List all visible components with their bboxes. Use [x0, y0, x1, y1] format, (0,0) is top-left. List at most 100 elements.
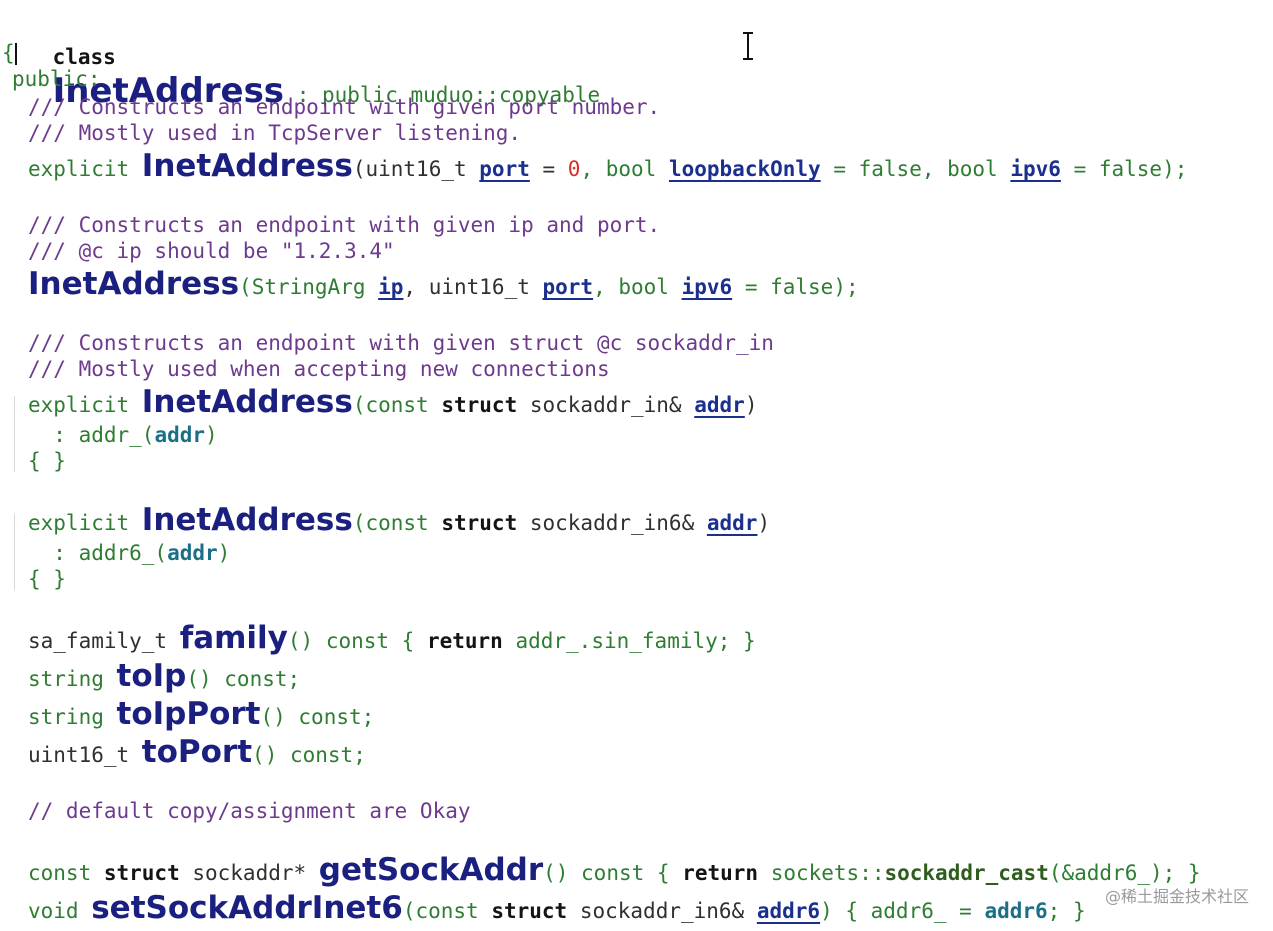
keyword: explicit [28, 511, 142, 535]
function-name: setSockAddrInet6 [91, 890, 403, 926]
comment-line: /// Constructs an endpoint with given po… [28, 95, 661, 119]
keyword: class [52, 45, 116, 69]
comment-line: /// Constructs an endpoint with given st… [28, 331, 774, 355]
code-text: sockaddr_in6& [567, 899, 757, 923]
code-text: sockaddr_in6& [517, 511, 707, 535]
initializer-line: : addr6_(addr) [28, 540, 230, 566]
param-name: addr6 [756, 899, 821, 923]
return-type: string [28, 705, 117, 729]
code-text: = false); [1060, 157, 1188, 181]
toip-method-line: string toIp() const; [28, 658, 300, 694]
text-cursor-icon [743, 32, 753, 60]
param-name: ipv6 [681, 275, 733, 299]
code-text: = false); [732, 275, 859, 299]
open-brace-line: { [2, 40, 17, 66]
code-text: , bool [580, 157, 669, 181]
code-text: (const [402, 899, 492, 923]
return-type: sa_family_t [28, 629, 180, 653]
keyword: struct [441, 511, 518, 535]
comment-line: /// @c ip should be "1.2.3.4" [28, 239, 395, 263]
class-name: InetAddress [52, 71, 285, 111]
code-text: (const [352, 393, 442, 417]
code-text: = [529, 157, 568, 181]
code-text: (uint16_t [352, 157, 480, 181]
code-text: const [28, 861, 104, 885]
keyword: return [426, 629, 503, 653]
getsockaddr-line: const struct sockaddr* getSockAddr() con… [28, 852, 1201, 888]
function-name: InetAddress [28, 266, 240, 302]
inheritance: : public muduo::copyable [284, 83, 601, 107]
code-text: addr_.sin_family; } [502, 629, 756, 653]
function-name: InetAddress [141, 384, 353, 420]
function-name: toPort [141, 734, 253, 770]
code-text: ) [757, 511, 771, 535]
class-declaration-line: class InetAddress : public muduo::copyab… [2, 6, 601, 108]
number-literal: 0 [567, 157, 581, 181]
code-text: ; } [1047, 899, 1086, 923]
code-text: , bool [593, 275, 682, 299]
code-text: void [28, 899, 92, 923]
param-ref: addr6 [984, 899, 1048, 923]
ctor-ip-line: InetAddress(StringArg ip, uint16_t port,… [28, 266, 859, 302]
code-text: (const [352, 511, 442, 535]
keyword: struct [441, 393, 518, 417]
brace: { [2, 41, 15, 65]
param-name: port [542, 275, 594, 299]
setsockaddr-line: void setSockAddrInet6(const struct socka… [28, 890, 1086, 926]
toport-method-line: uint16_t toPort() const; [28, 734, 366, 770]
code-text: sockets:: [758, 861, 885, 885]
ctor-sockaddr6-line: explicit InetAddress(const struct sockad… [28, 502, 770, 538]
code-text: (&addr6_); } [1048, 861, 1201, 885]
function-call: sockaddr_cast [884, 861, 1049, 885]
ctor-sockaddr-line: explicit InetAddress(const struct sockad… [28, 384, 757, 420]
code-text: sockaddr_in& [517, 393, 695, 417]
code-text: , uint16_t [403, 275, 543, 299]
code-text: ) { addr6_ = [820, 899, 985, 923]
function-name: getSockAddr [318, 852, 544, 888]
param-name: port [479, 157, 530, 181]
keyword: explicit [28, 393, 142, 417]
param-name: loopbackOnly [668, 157, 821, 181]
fold-gutter [14, 396, 15, 472]
comment-line: // default copy/assignment are Okay [28, 799, 471, 823]
code-text: ) [205, 423, 218, 447]
ctor-port-line: explicit InetAddress(uint16_t port = 0, … [28, 148, 1187, 184]
comment-line: /// Constructs an endpoint with given ip… [28, 213, 661, 237]
body-line: { } [28, 449, 66, 473]
keyword: return [682, 861, 759, 885]
watermark: @稀土掘金技术社区 [1104, 887, 1249, 906]
keyword: struct [103, 861, 180, 885]
function-name: InetAddress [141, 148, 353, 184]
body-line: { } [28, 567, 66, 591]
return-type: string [28, 667, 117, 691]
keyword: struct [491, 899, 568, 923]
param-name: addr [694, 393, 745, 417]
code-text: : addr6_( [28, 541, 168, 565]
function-name: family [179, 620, 288, 656]
code-text: (StringArg [239, 275, 379, 299]
code-text: sockaddr* [179, 861, 319, 885]
family-method-line: sa_family_t family() const { return addr… [28, 620, 756, 656]
code-text: : addr_( [28, 423, 155, 447]
code-text: () const; [260, 705, 375, 729]
initializer-line: : addr_(addr) [28, 422, 218, 448]
param-ref: addr [154, 423, 206, 447]
param-name: ip [378, 275, 404, 299]
param-name: ipv6 [1010, 157, 1061, 181]
code-text: () const; [252, 743, 366, 767]
text-caret [14, 43, 17, 65]
access-specifier: public: [12, 67, 101, 91]
code-text: () const { [543, 861, 683, 885]
toipport-method-line: string toIpPort() const; [28, 696, 374, 732]
function-name: InetAddress [141, 502, 353, 538]
function-name: toIpPort [116, 696, 261, 732]
code-text: () const; [186, 667, 301, 691]
return-type: uint16_t [28, 743, 142, 767]
code-text: = false, bool [820, 157, 1011, 181]
param-ref: addr [167, 541, 218, 565]
code-text: ) [217, 541, 231, 565]
keyword: explicit [28, 157, 142, 181]
fold-gutter [14, 514, 15, 590]
code-text: () const { [287, 629, 427, 653]
comment-line: /// Mostly used when accepting new conne… [28, 357, 610, 381]
